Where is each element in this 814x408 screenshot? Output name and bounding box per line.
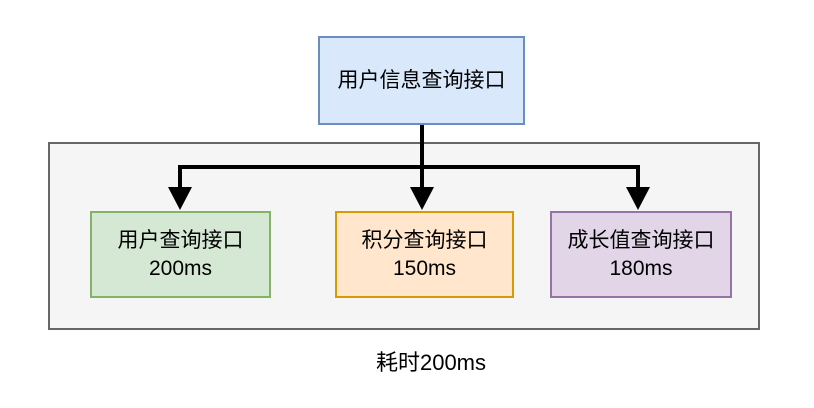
child-node-growth-query: 成长值查询接口 180ms <box>550 211 732 298</box>
node-label: 成长值查询接口 <box>567 228 715 252</box>
caption-label: 耗时200ms <box>375 350 487 375</box>
child-node-points-query: 积分查询接口 150ms <box>335 211 514 298</box>
child-node-user-query: 用户查询接口 200ms <box>90 211 271 298</box>
node-time: 180ms <box>609 256 673 280</box>
root-node: 用户信息查询接口 <box>318 36 525 125</box>
node-time: 200ms <box>148 256 213 280</box>
node-label: 积分查询接口 <box>361 228 488 252</box>
node-label: 用户查询接口 <box>117 228 244 252</box>
root-node-label: 用户信息查询接口 <box>337 68 506 92</box>
node-time: 150ms <box>392 256 457 280</box>
